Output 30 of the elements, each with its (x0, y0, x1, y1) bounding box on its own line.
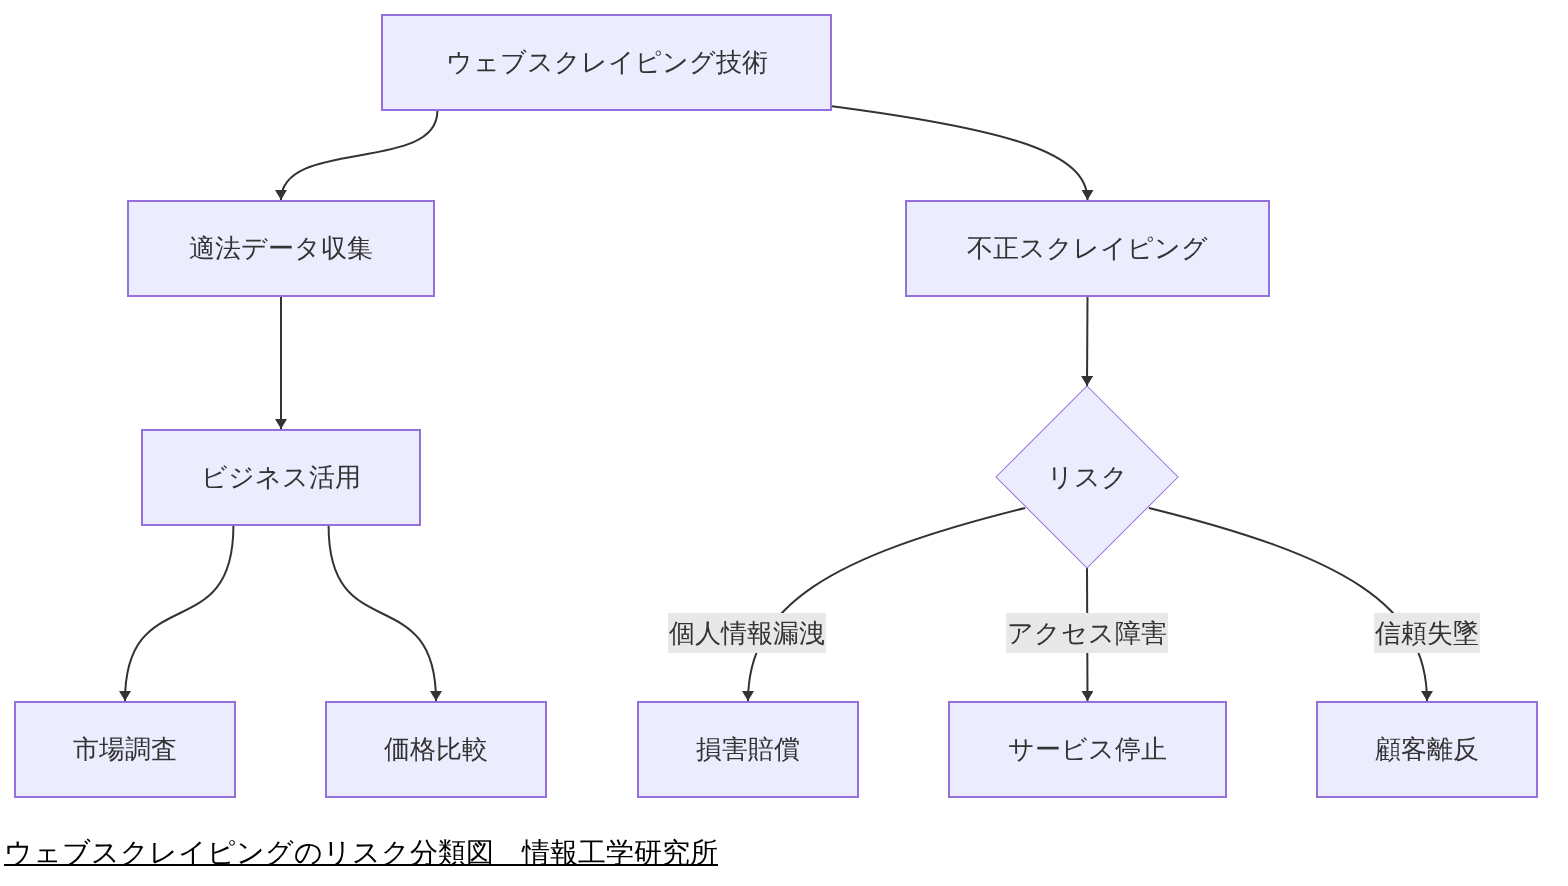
node-label: ビジネス活用 (201, 461, 361, 494)
edge-label: 個人情報漏洩 (668, 613, 826, 653)
process-box (637, 701, 859, 798)
arrow (327, 525, 442, 702)
process-box (127, 200, 435, 297)
process-box (141, 429, 421, 526)
node-label: サービス停止 (1008, 733, 1167, 766)
process-box (325, 701, 547, 798)
node-label: 市場調査 (73, 733, 177, 766)
node-label: 損害賠償 (696, 733, 800, 766)
node-label: 適法データ収集 (189, 232, 373, 265)
node-label: ウェブスクレイピング技術 (445, 46, 768, 79)
node-label: 不正スクレイピング (967, 232, 1208, 265)
edge-label: アクセス障害 (1006, 613, 1168, 653)
node-label: 価格比較 (384, 733, 488, 766)
edge-label: 信頼失墜 (1374, 613, 1480, 653)
arrow (1081, 296, 1094, 387)
node-label: 顧客離反 (1375, 733, 1479, 766)
arrow (275, 296, 287, 430)
process-box (381, 14, 832, 111)
arrow (277, 110, 439, 201)
arrow (831, 105, 1092, 201)
caption: ウェブスクレイピングのリスク分類図 情報工学研究所 (4, 835, 718, 871)
process-box (14, 701, 236, 798)
arrow (119, 525, 235, 702)
node-label: リスク (1046, 460, 1128, 494)
process-box (905, 200, 1270, 297)
decision-diamond (996, 386, 1178, 568)
process-box (948, 701, 1227, 798)
process-box (1316, 701, 1538, 798)
